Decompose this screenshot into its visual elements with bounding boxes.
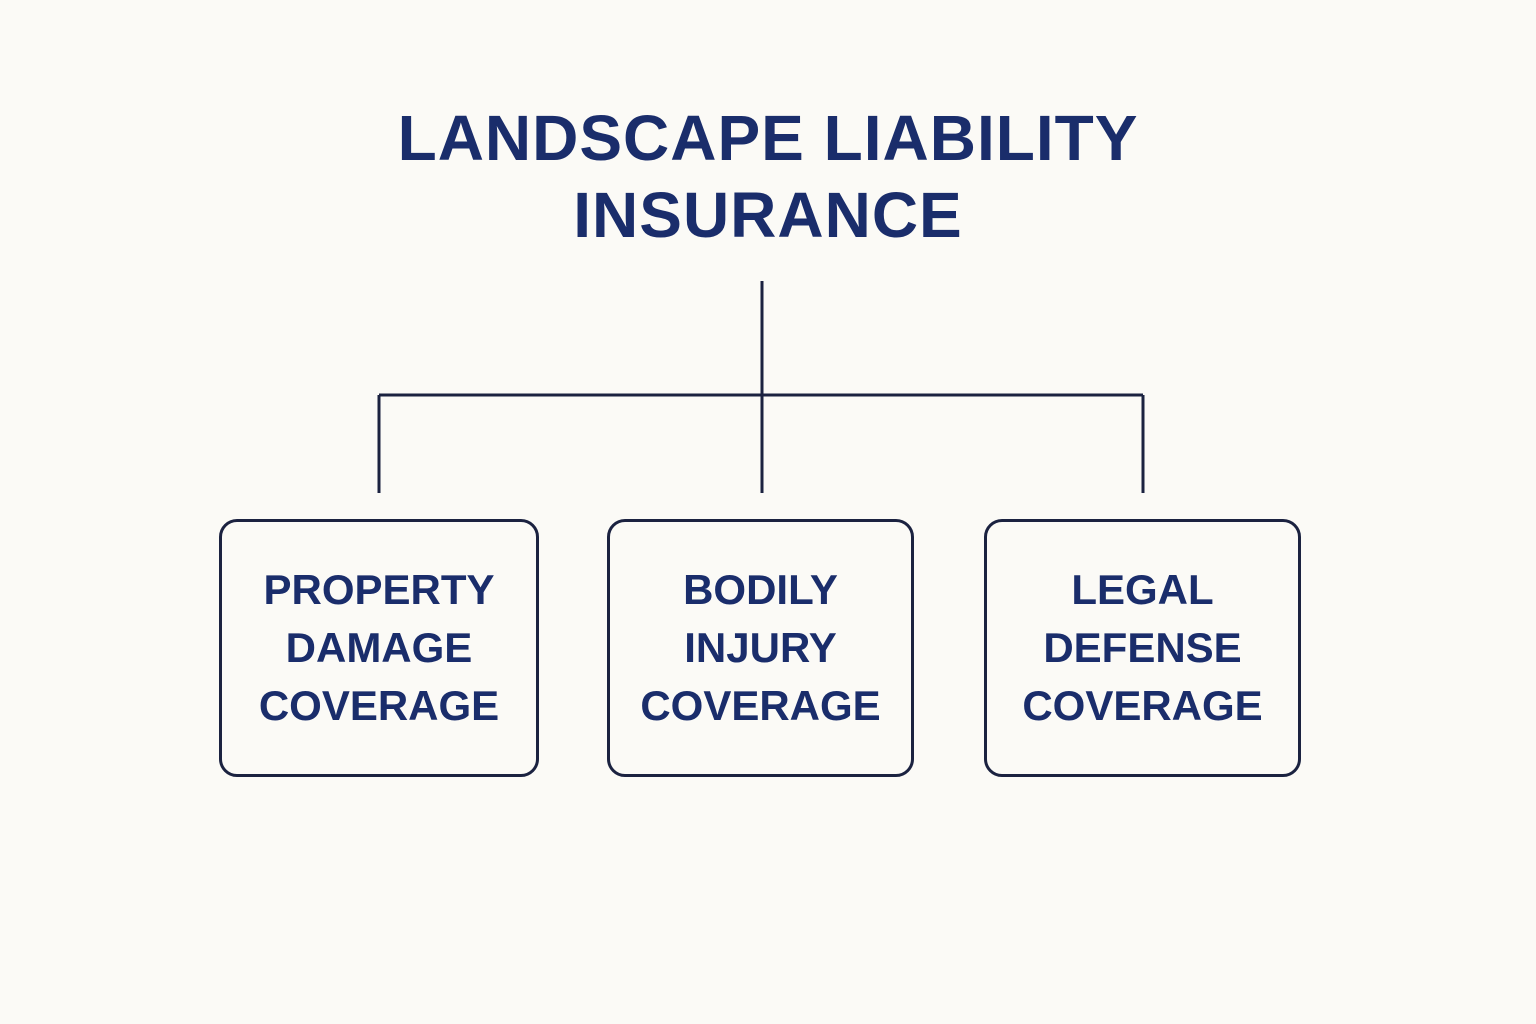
diagram-title-line-2: INSURANCE [573, 179, 963, 251]
node-label-line: PROPERTY [263, 566, 495, 613]
node-label-line: COVERAGE [258, 682, 500, 729]
diagram-title-line-1: LANDSCAPE LIABILITY [397, 102, 1139, 174]
property-damage-coverage-box: PROPERTY DAMAGE COVERAGE [219, 519, 539, 777]
node-label-line: INJURY [684, 624, 837, 671]
node-label-line: COVERAGE [640, 682, 881, 729]
legal-defense-coverage-box: LEGAL DEFENSE COVERAGE [984, 519, 1301, 777]
node-label-line: LEGAL [1071, 566, 1214, 613]
node-label-line: COVERAGE [1022, 682, 1263, 729]
node-label-line: DEFENSE [1043, 624, 1242, 671]
diagram-title: LANDSCAPE LIABILITY INSURANCE [0, 100, 1536, 254]
bodily-injury-coverage-box: BODILY INJURY COVERAGE [607, 519, 914, 777]
node-label-line: BODILY [683, 566, 838, 613]
node-label-line: DAMAGE [285, 624, 473, 671]
